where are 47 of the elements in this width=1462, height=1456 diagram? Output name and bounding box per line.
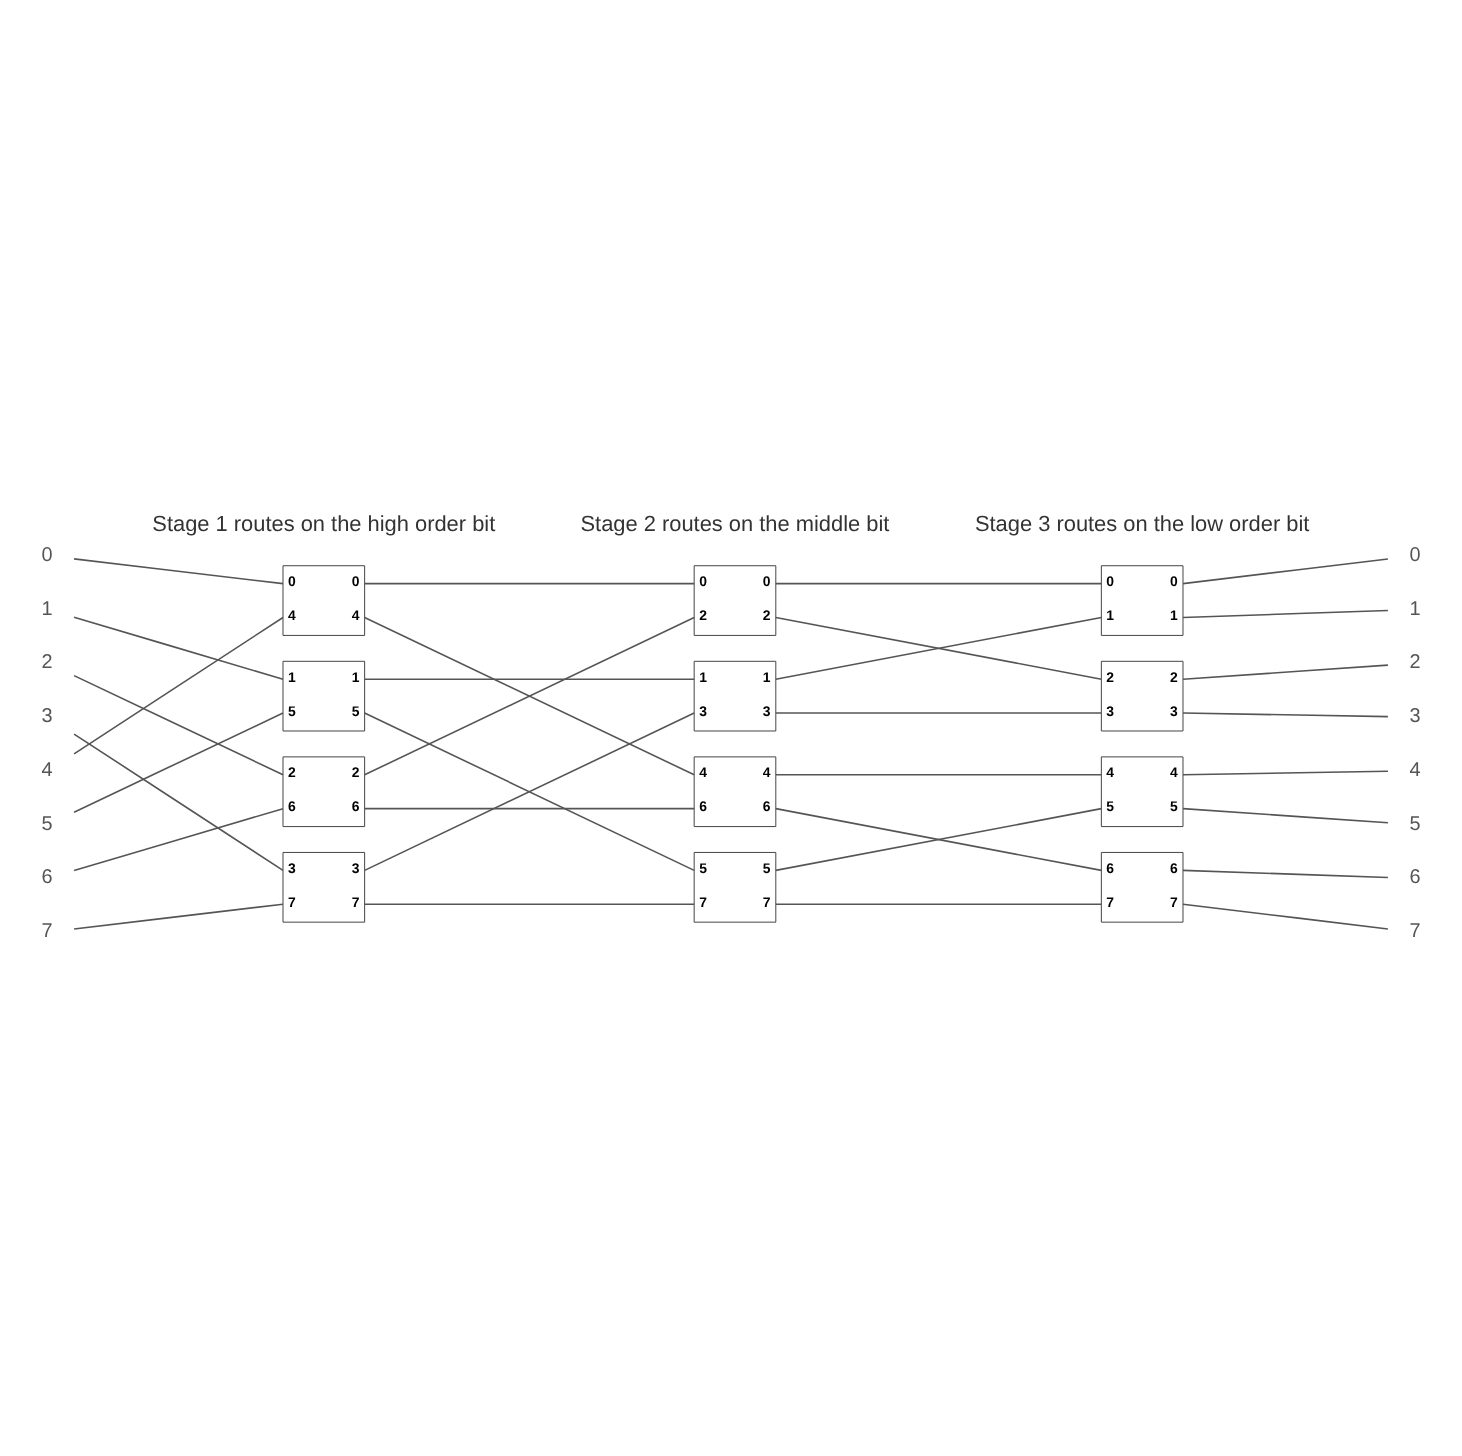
node-text: 6 <box>1409 866 1421 889</box>
connector <box>363 711 695 871</box>
connector <box>363 902 695 904</box>
connector <box>363 581 695 584</box>
label: Stage 3 routes on the low order bit <box>974 512 1310 537</box>
label: Stage 2 routes on the middle bit <box>580 512 890 537</box>
connector <box>1182 902 1389 929</box>
connector <box>1182 711 1389 717</box>
label: Stage 1 routes on the high order bit <box>152 512 496 537</box>
connector <box>1182 557 1389 584</box>
connector <box>775 902 1103 904</box>
node-text: 5 <box>41 812 53 835</box>
node-text: 3 <box>1409 705 1421 728</box>
connector <box>363 677 695 679</box>
connector <box>363 615 695 775</box>
node-text: 0 <box>1409 543 1421 566</box>
connector <box>775 615 1103 679</box>
connector <box>775 711 1103 713</box>
connector <box>73 557 284 584</box>
connector <box>775 581 1103 584</box>
node-text: 7 <box>1409 920 1421 943</box>
connector <box>1182 608 1389 618</box>
connector <box>73 806 284 871</box>
connector <box>73 615 284 679</box>
node-text: 5 <box>1409 812 1421 835</box>
node-text: 7 <box>41 920 53 943</box>
connector <box>73 732 284 871</box>
connector <box>1182 663 1389 679</box>
connector <box>73 615 284 754</box>
node-text: 1 <box>41 597 53 620</box>
connector <box>1182 868 1389 878</box>
node-text: 4 <box>1409 758 1421 781</box>
connector <box>775 806 1103 871</box>
connector <box>73 902 284 929</box>
node-text: 2 <box>1409 651 1421 674</box>
connector <box>363 806 695 809</box>
connector <box>73 711 284 812</box>
node-text: 1 <box>1409 597 1421 620</box>
node-text: 0 <box>41 543 53 566</box>
node-text: 6 <box>41 866 53 889</box>
node-text: 2 <box>41 651 53 674</box>
connector <box>73 673 284 775</box>
connector <box>1182 806 1389 823</box>
node-text: 3 <box>41 705 53 728</box>
node-text: 4 <box>41 758 53 781</box>
connector <box>1182 769 1389 775</box>
connector <box>775 773 1103 775</box>
